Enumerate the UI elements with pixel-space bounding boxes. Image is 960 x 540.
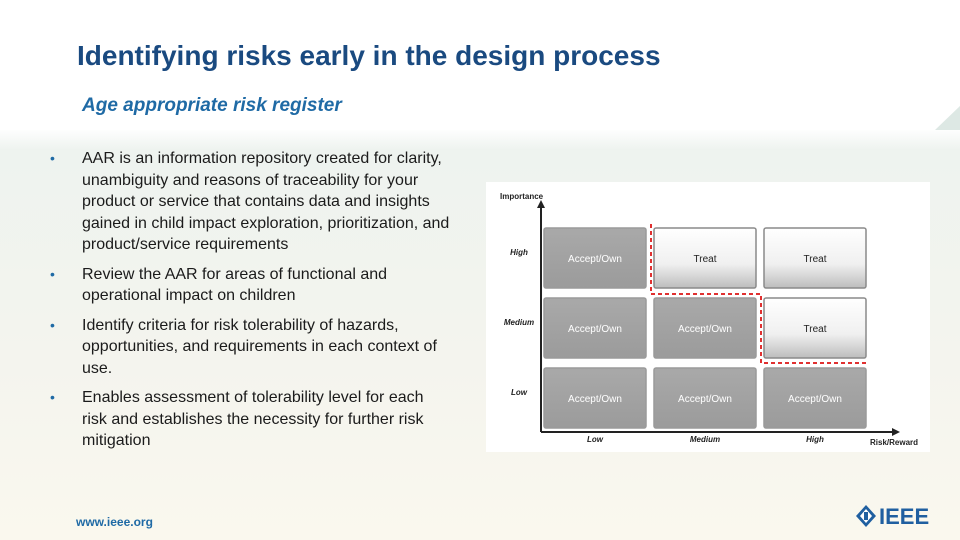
accept-own-cell xyxy=(763,367,867,429)
bullet-item: • Identify criteria for risk tolerability… xyxy=(50,315,450,380)
row-label: Medium xyxy=(504,318,534,327)
treat-cell xyxy=(763,297,867,359)
y-axis-title: Importance xyxy=(500,192,544,201)
bullet-item: • AAR is an information repository create… xyxy=(50,148,450,256)
slide-title: Identifying risks early in the design pr… xyxy=(77,40,661,71)
bullet-glyph: • xyxy=(50,316,55,333)
cell-label: Accept/Own xyxy=(788,394,842,405)
bullet-glyph: • xyxy=(50,150,55,166)
treat-cell xyxy=(653,227,757,289)
header-decoration xyxy=(935,106,960,130)
col-label: Medium xyxy=(690,435,720,444)
x-axis-title: Risk/Reward xyxy=(870,438,918,447)
bullet-text: Enables assessment of tolerability level… xyxy=(82,389,424,449)
cell-label: Accept/Own xyxy=(568,324,622,335)
bullet-item: • Enables assessment of tolerability leve… xyxy=(50,387,450,452)
bullet-text: AAR is an information repository created… xyxy=(82,150,450,253)
bullet-glyph: • xyxy=(50,389,55,405)
treat-cell xyxy=(763,227,867,289)
cell-label: Treat xyxy=(694,254,717,265)
slide-subtitle: Age appropriate risk register xyxy=(82,95,342,116)
row-label: Low xyxy=(511,388,528,397)
ieee-logo: IEEE xyxy=(856,504,929,529)
row-label: High xyxy=(510,248,528,257)
accept-own-cell xyxy=(653,367,757,429)
ieee-logo-text: IEEE xyxy=(879,504,929,529)
bullet-text: Review the AAR for areas of functional a… xyxy=(82,265,388,305)
accept-own-cell xyxy=(543,367,647,429)
cell-label: Accept/Own xyxy=(678,394,732,405)
cell-label: Accept/Own xyxy=(678,324,732,335)
cell-label: Treat xyxy=(804,324,827,335)
x-axis-arrow xyxy=(892,428,900,436)
accept-own-cell xyxy=(543,227,647,289)
bullet-text: Identify criteria for risk tolerability … xyxy=(82,316,437,377)
footer-url[interactable]: www.ieee.org xyxy=(76,515,153,529)
col-label: High xyxy=(806,435,824,444)
y-axis-arrow xyxy=(537,200,545,208)
cell-label: Accept/Own xyxy=(568,254,622,265)
accept-own-cell xyxy=(653,297,757,359)
accept-own-cell xyxy=(543,297,647,359)
cell-label: Accept/Own xyxy=(568,394,622,405)
ieee-diamond-icon xyxy=(856,505,876,527)
col-label: Low xyxy=(587,435,604,444)
header-band xyxy=(0,0,960,130)
bullet-glyph: • xyxy=(50,265,55,282)
cell-label: Treat xyxy=(804,254,827,265)
bullet-item: • Review the AAR for areas of functional … xyxy=(50,264,450,307)
bullet-list: • AAR is an information repository create… xyxy=(50,148,450,460)
